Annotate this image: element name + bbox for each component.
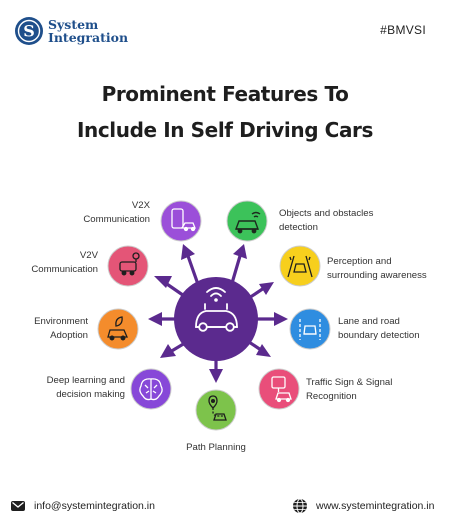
feature-traffic-sign[interactable]	[258, 368, 300, 410]
label-traffic-line1: Traffic Sign & Signal	[306, 377, 393, 388]
label-perception: Perception and surrounding awareness	[327, 255, 450, 283]
brand-logo[interactable]: S System Integration	[14, 16, 144, 46]
logo-letter: S	[23, 22, 35, 41]
feature-perception[interactable]	[279, 245, 321, 287]
feature-obstacle-detection[interactable]	[226, 200, 268, 242]
label-obstacle-line2: detection	[279, 222, 318, 233]
autonomous-car-icon	[195, 287, 238, 332]
label-perception-line1: Perception and	[327, 256, 392, 267]
feature-v2x[interactable]	[160, 200, 202, 242]
mail-icon	[11, 501, 25, 511]
feature-environment[interactable]	[97, 308, 139, 350]
label-traffic-line2: Recognition	[306, 391, 357, 402]
label-v2x-line1: V2X	[131, 200, 150, 211]
logo-mark-icon: S	[15, 17, 43, 45]
label-obstacle-line1: Objects and obstacles	[279, 208, 374, 219]
hub	[174, 277, 258, 361]
feature-deep-learning[interactable]	[130, 368, 172, 410]
brain-icon	[139, 378, 163, 401]
hashtag: #BMVSI	[380, 23, 426, 37]
label-lane-line1: Lane and road	[338, 316, 400, 327]
footer-website[interactable]: www.systemintegration.in	[292, 496, 434, 516]
robot-car-icon	[119, 252, 140, 276]
brand-name-line1: System	[48, 17, 99, 32]
car-sensor-icon	[234, 211, 261, 234]
label-traffic-sign: Traffic Sign & Signal Recognition	[306, 376, 446, 404]
email-address[interactable]: info@systemintegration.in	[34, 500, 155, 512]
page-title-line2: Include In Self Driving Cars	[76, 118, 374, 142]
label-environment: Environment Adoption	[0, 315, 88, 343]
feature-v2v[interactable]	[107, 245, 149, 287]
label-v2v: V2V Communication	[0, 249, 98, 277]
eco-car-icon	[107, 316, 128, 341]
arrow-left	[148, 312, 178, 326]
label-path-line1: Path Planning	[186, 442, 246, 453]
label-deep-learning-line2: decision making	[56, 389, 125, 400]
label-v2v-line2: Communication	[31, 264, 98, 275]
route-pin-icon	[208, 395, 227, 421]
smartphone-car-icon	[171, 208, 196, 232]
road-car-icon	[287, 255, 313, 278]
label-v2x-line2: Communication	[83, 214, 150, 225]
label-v2x: V2X Communication	[40, 199, 150, 227]
feature-lane-detection[interactable]	[289, 308, 331, 350]
label-v2v-line1: V2V	[79, 250, 98, 261]
brand-name-line2: Integration	[48, 30, 129, 45]
page-title-line1: Prominent Features To	[101, 82, 349, 106]
label-perception-line2: surrounding awareness	[327, 270, 427, 281]
label-lane-detection: Lane and road boundary detection	[338, 315, 448, 343]
website-url[interactable]: www.systemintegration.in	[316, 500, 435, 512]
arrow-right	[254, 312, 288, 326]
globe-icon	[293, 498, 307, 514]
label-obstacle-detection: Objects and obstacles detection	[279, 207, 439, 235]
footer-email[interactable]: info@systemintegration.in	[10, 496, 155, 516]
feature-path-planning[interactable]	[195, 389, 237, 431]
lane-car-icon	[299, 319, 321, 340]
traffic-sign-icon	[271, 376, 292, 403]
label-environment-line1: Environment	[34, 316, 88, 327]
label-lane-line2: boundary detection	[338, 330, 420, 341]
brand-name: System Integration	[48, 18, 128, 44]
label-deep-learning-line1: Deep learning and	[46, 375, 125, 386]
label-deep-learning: Deep learning and decision making	[0, 374, 125, 402]
label-environment-line2: Adoption	[50, 330, 88, 341]
label-path-planning: Path Planning	[156, 441, 276, 455]
